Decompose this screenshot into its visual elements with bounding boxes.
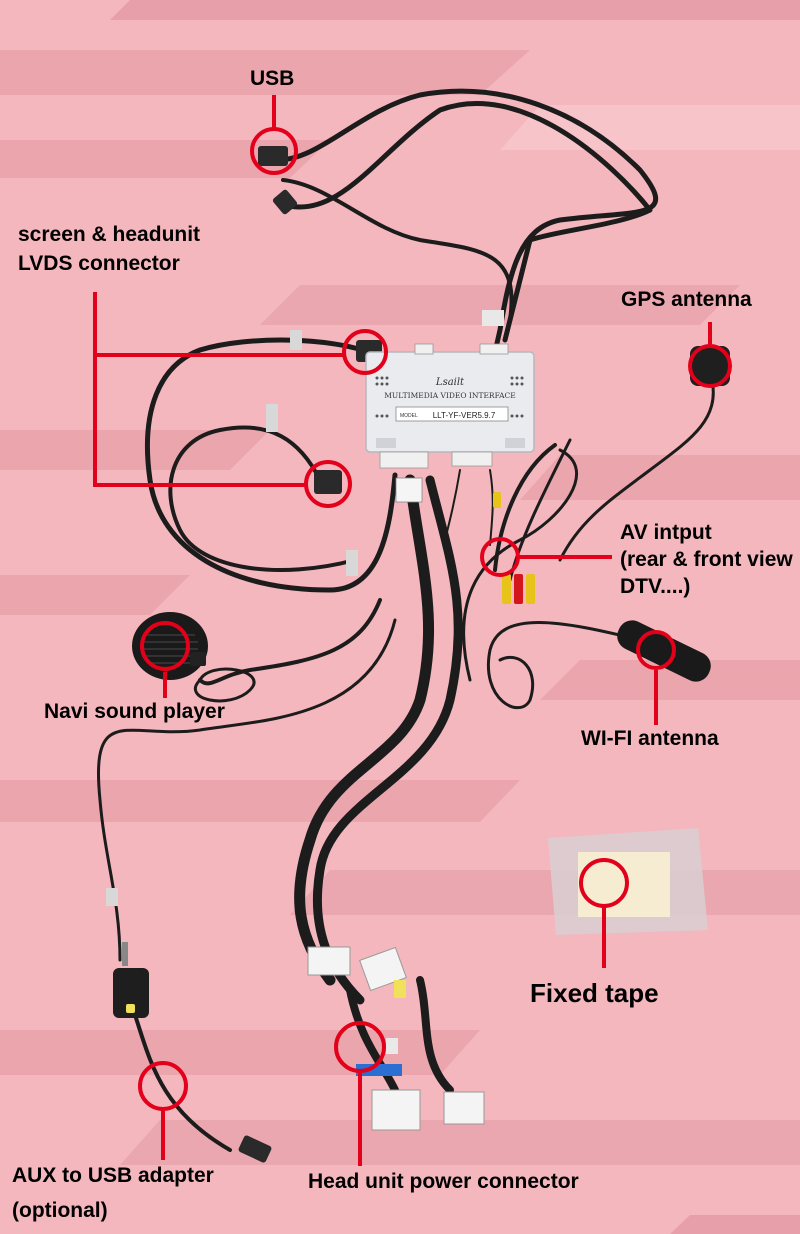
callout-circle-navi — [140, 621, 190, 671]
callout-circle-tape — [579, 858, 629, 908]
label-av-line3: DTV....) — [620, 575, 691, 598]
label-usb: USB — [250, 67, 295, 90]
callouts — [93, 95, 732, 1166]
label-power: Head unit power connector — [308, 1170, 579, 1193]
box-model-number: LLT-YF-VER5.9.7 — [433, 411, 496, 420]
aux-usb-plug-icon — [238, 1135, 272, 1163]
cable-tag — [482, 310, 504, 326]
aux-adapter-icon — [106, 888, 149, 1018]
callout-circle-lvds-box — [342, 329, 388, 375]
cable-tag — [266, 404, 278, 432]
callout-circle-av — [480, 537, 520, 577]
box-model-caption: MODEL — [400, 413, 418, 419]
label-navi: Navi sound player — [44, 700, 225, 723]
callout-circle-power — [334, 1021, 386, 1073]
rca-plug-icon — [493, 492, 535, 604]
callout-circle-lvds-cable — [304, 460, 352, 508]
gps-puck-icon — [690, 346, 730, 386]
label-aux-line1: AUX to USB adapter — [12, 1164, 214, 1187]
callout-circle-usb — [250, 127, 298, 175]
cable-tag — [290, 330, 302, 350]
power-connectors — [307, 946, 485, 1131]
lvds-connector-secondary — [314, 470, 342, 494]
label-aux-line2: (optional) — [12, 1199, 108, 1222]
callout-circle-wifi — [636, 630, 676, 670]
label-wifi: WI-FI antenna — [581, 727, 719, 750]
callout-circle-gps — [688, 344, 732, 388]
label-lvds-line1: screen & headunit — [18, 223, 201, 246]
callout-circle-aux — [138, 1061, 188, 1111]
cable-harness — [97, 88, 715, 1152]
label-tape: Fixed tape — [530, 978, 659, 1008]
cable-tag — [346, 550, 358, 576]
label-av-line1: AV intput — [620, 521, 712, 544]
label-gps: GPS antenna — [621, 288, 752, 311]
label-av-line2: (rear & front view — [620, 548, 793, 571]
interface-box: Lsailt MULTIMEDIA VIDEO INTERFACE MODEL … — [365, 343, 535, 503]
wifi-antenna-icon — [617, 620, 711, 682]
usb-plug-icon — [258, 146, 298, 215]
box-brand: Lsailt — [435, 377, 465, 388]
label-lvds-line2: LVDS connector — [18, 252, 180, 275]
box-product-line: MULTIMEDIA VIDEO INTERFACE — [384, 391, 516, 400]
